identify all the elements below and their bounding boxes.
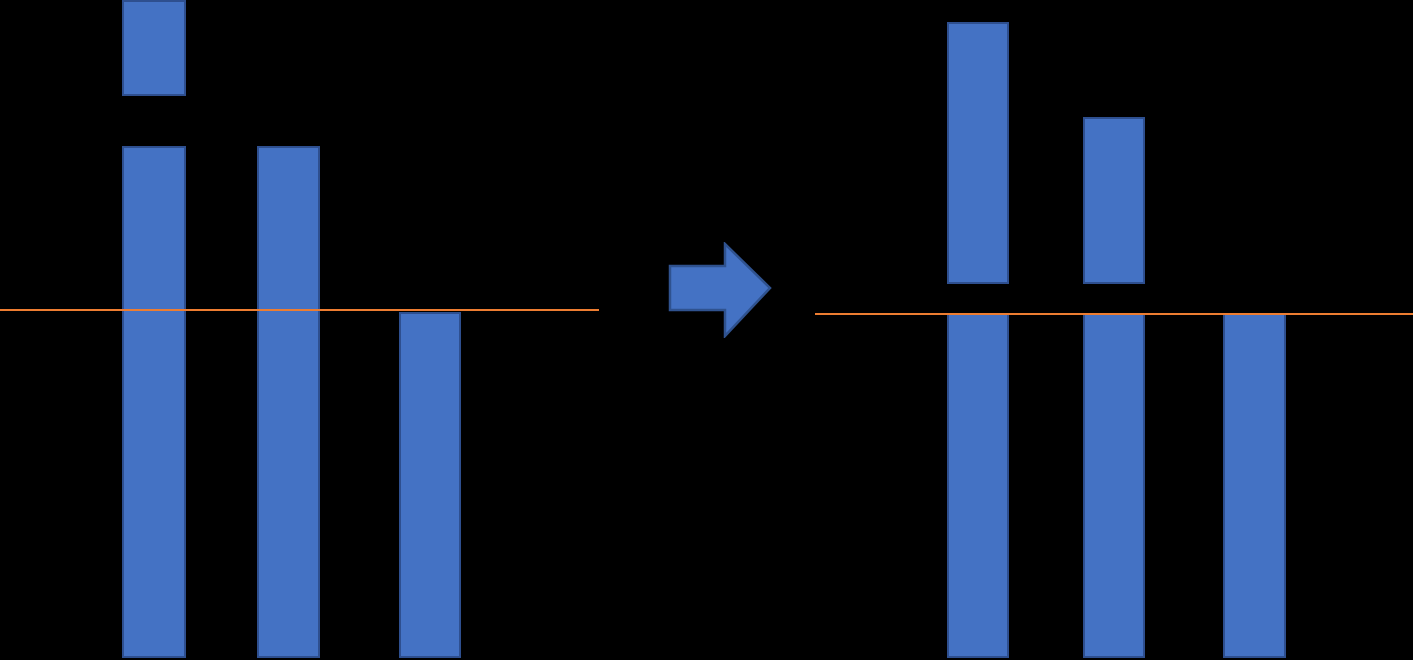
transform-arrow bbox=[668, 241, 772, 340]
before-bar3 bbox=[399, 312, 461, 658]
baseline-right bbox=[815, 313, 1413, 315]
baseline-left bbox=[0, 309, 599, 311]
right-arrow-icon bbox=[668, 241, 772, 340]
after-bar1-above-segment bbox=[947, 22, 1009, 284]
after-bar2-above-segment bbox=[1083, 117, 1145, 284]
before-bar2 bbox=[257, 146, 320, 658]
before-bar1-floating-segment bbox=[122, 0, 186, 96]
right-arrow-shape bbox=[668, 241, 772, 340]
after-bar2-below-segment bbox=[1083, 313, 1145, 658]
before-bar1-main-segment bbox=[122, 146, 186, 658]
after-bar1-below-segment bbox=[947, 313, 1009, 658]
after-bar3 bbox=[1223, 313, 1286, 658]
